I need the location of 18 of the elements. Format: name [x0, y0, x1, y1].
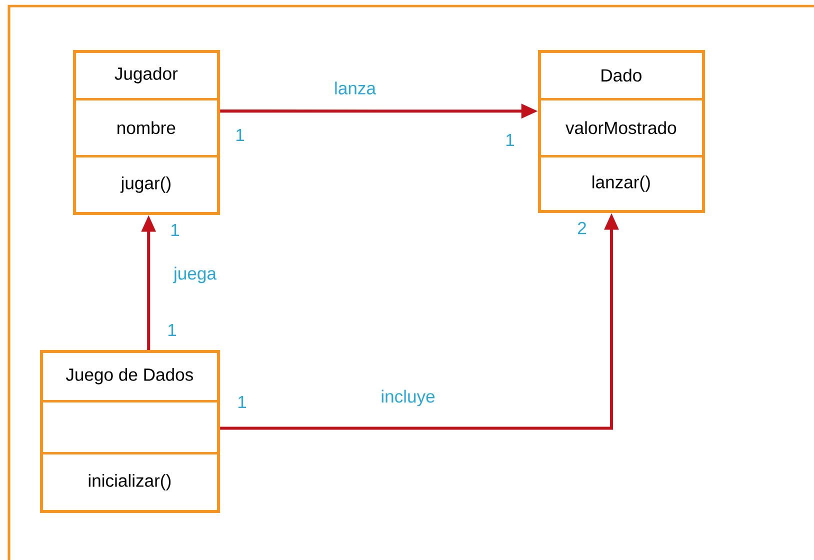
- class-compartment: Dado: [538, 50, 704, 100]
- empty-compartment: [40, 400, 220, 454]
- multiplicity-label: 1: [238, 396, 246, 408]
- class-compartment: lanzar(): [538, 155, 704, 212]
- class-compartment: valorMostrado: [538, 98, 704, 158]
- class-compartment: Jugador: [73, 50, 220, 100]
- class-compartment: inicializar(): [40, 452, 220, 512]
- class-box: [40, 350, 220, 514]
- class-box: [73, 50, 220, 216]
- class-compartment: nombre: [73, 98, 220, 158]
- edge-label: juega: [173, 266, 216, 284]
- class-compartment: Juego de Dados: [40, 350, 220, 402]
- multiplicity-label: 1: [236, 128, 244, 142]
- class-compartment: jugar(): [73, 155, 220, 214]
- edge-label: incluye: [382, 390, 435, 406]
- multiplicity-label: 1: [506, 134, 514, 146]
- edge-label: lanza: [335, 82, 376, 94]
- class-box: [538, 50, 706, 214]
